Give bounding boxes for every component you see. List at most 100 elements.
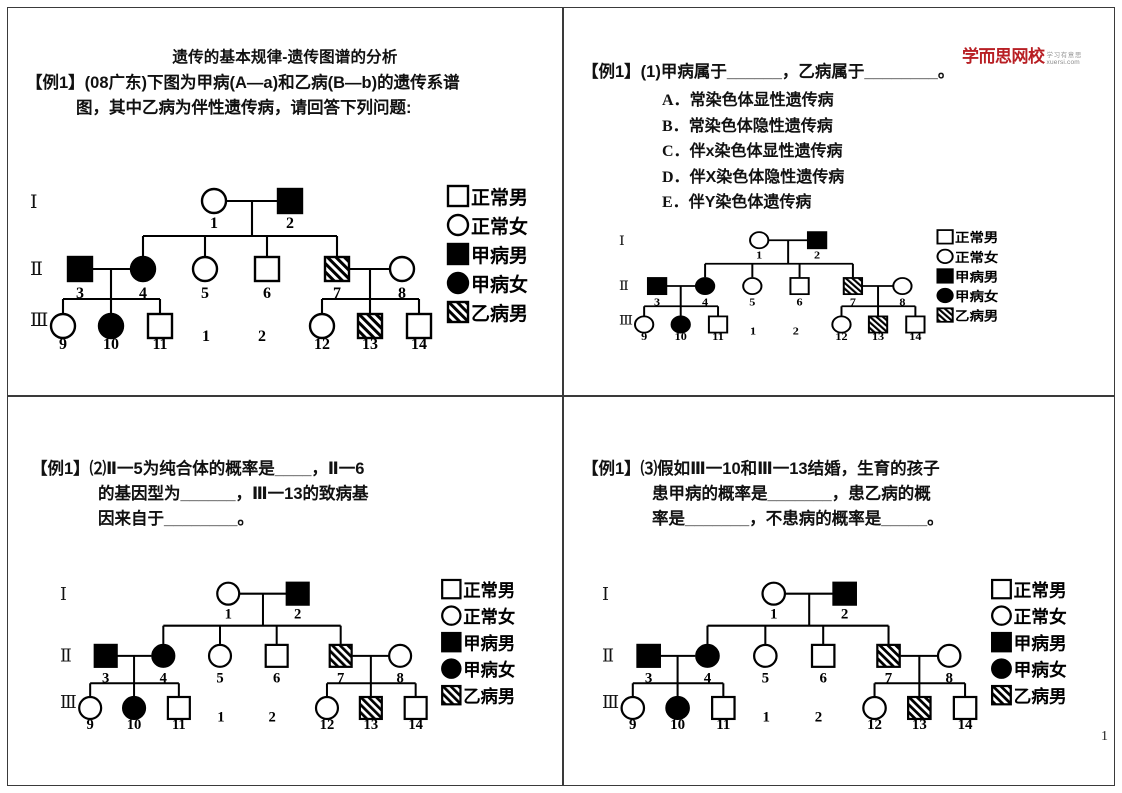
panel4-stem-line2: 患甲病的概率是_______，患乙病的概 (652, 485, 931, 503)
individual-2-id: 2 (841, 606, 848, 622)
individual-8-id: 8 (396, 670, 403, 686)
choice-text-A: 常染色体显性遗传病 (689, 92, 834, 109)
brand-tagline-en: xuersi.com (1046, 59, 1080, 66)
brand-tagline-cn: 学习有意思 (1046, 52, 1082, 59)
individual-4-id: 4 (704, 670, 712, 686)
legend-circle-filled-icon (441, 658, 462, 679)
brand-logo: 学而思网校 学习有意思 xuersi.com (962, 42, 1082, 67)
choice-option-A[interactable]: A．常染色体显性遗传病 (662, 88, 844, 114)
choice-text-B: 常染色体隐性遗传病 (688, 117, 833, 135)
choice-option-D[interactable]: D．伴X染色体隐性遗传病 (662, 165, 844, 191)
pedigree-legend: 正常男 正常女 甲病男 甲病女 乙病男 (446, 184, 528, 325)
pedigree-connectors (61, 199, 421, 314)
slide-panel-2: 学而思网校 学习有意思 xuersi.com 【例1】(1)甲病属于______… (563, 7, 1115, 396)
individual-11-id: 11 (712, 332, 724, 340)
individual-4-id: 4 (702, 297, 708, 308)
individual-7-id: 7 (885, 670, 893, 686)
choice-option-E[interactable]: E．伴Y染色体遗传病 (662, 190, 844, 216)
individual-14-symbol (952, 695, 978, 721)
individual-1-symbol (216, 581, 241, 606)
individual-11-id: 11 (172, 717, 186, 729)
individual-4-id: 4 (139, 285, 147, 302)
individual-2-id: 2 (286, 215, 294, 232)
individual-13-symbol (356, 312, 384, 340)
individual-4-symbol (694, 277, 716, 296)
legend-label-3: 甲病女 (955, 289, 999, 304)
legend-square-open-icon (441, 578, 462, 600)
choice-letter-E: E． (662, 194, 689, 211)
individual-14-symbol (905, 315, 926, 334)
legend-label-4: 乙病男 (955, 308, 998, 323)
pedigree-diagram-2: Ⅰ Ⅱ Ⅲ 1 2 3 4 5 6 7 8 9 (619, 222, 1019, 340)
stray-number-2: 2 (268, 710, 275, 726)
panel3-stem-line3: 因来自于________。 (98, 510, 254, 528)
individual-1-id: 1 (210, 215, 218, 232)
individual-12-id: 12 (835, 332, 847, 340)
legend-square-open-icon (936, 229, 954, 245)
individual-5-symbol (207, 643, 233, 668)
panel2-choice-list: A．常染色体显性遗传病 B．常染色体隐性遗传病 C．伴x染色体显性遗传病 D．伴… (662, 88, 844, 216)
individual-10-symbol (665, 695, 690, 721)
individual-8-symbol (936, 643, 962, 668)
individual-8-id: 8 (899, 297, 905, 308)
panel4-stem-line3: 率是_______，不患病的概率是_____。 (652, 510, 944, 528)
generation-label-I: Ⅰ (602, 584, 609, 604)
individual-12-symbol (831, 315, 852, 334)
choice-option-B[interactable]: B．常染色体隐性遗传病 (662, 114, 844, 140)
legend-label-1: 正常女 (463, 607, 515, 627)
individual-3-id: 3 (654, 297, 660, 308)
individual-5-symbol (191, 255, 219, 283)
individual-7-symbol (323, 255, 351, 283)
individual-13-id: 13 (364, 717, 379, 729)
legend-label-0: 正常男 (955, 230, 998, 245)
individual-6-symbol (789, 277, 810, 296)
slide-panel-3: 【例1】⑵Ⅱ一5为纯合体的概率是____，Ⅱ一6 的基因型为______，Ⅲ一1… (7, 396, 563, 786)
generation-label-III: Ⅲ (60, 693, 77, 712)
choice-text-D: 伴X染色体隐性遗传病 (689, 168, 845, 186)
legend-circle-filled-icon (991, 658, 1012, 679)
stray-number-1: 1 (202, 328, 210, 345)
legend-square-hatched-icon (936, 307, 954, 323)
generation-label-II: Ⅱ (60, 646, 72, 665)
individual-8-id: 8 (398, 285, 406, 302)
individual-10-symbol (97, 312, 125, 340)
individual-7-id: 7 (337, 670, 344, 686)
legend-square-open-icon (446, 184, 470, 208)
pedigree-svg: Ⅰ Ⅱ Ⅲ 1 2 3 4 5 6 7 8 (30, 184, 528, 349)
legend-square-filled-icon (991, 631, 1012, 653)
individual-14-symbol (405, 312, 433, 340)
individual-8-symbol (892, 277, 913, 296)
individual-6-id: 6 (273, 670, 280, 686)
panel3-stem-line2: 的基因型为______，Ⅲ一13的致病基 (98, 485, 369, 503)
individual-10-id: 10 (127, 717, 142, 729)
pedigree-connectors (89, 592, 417, 697)
individual-13-symbol (358, 695, 383, 721)
choice-option-C[interactable]: C．伴x染色体显性遗传病 (662, 139, 844, 165)
individual-6-id: 6 (263, 285, 271, 302)
individual-5-symbol (742, 277, 763, 296)
individual-2-symbol (285, 581, 310, 606)
individual-5-id: 5 (762, 670, 769, 686)
individual-7-id: 7 (850, 297, 856, 308)
individual-1-id: 1 (756, 250, 762, 261)
individual-4-id: 4 (160, 670, 168, 686)
individual-4-symbol (151, 643, 176, 668)
individual-12-id: 12 (320, 717, 335, 729)
pedigree-connectors (631, 592, 967, 697)
individual-10-id: 10 (670, 717, 685, 729)
page-number: 1 (1101, 729, 1108, 744)
individual-5-id: 5 (201, 285, 209, 302)
individual-12-symbol (308, 312, 336, 340)
individual-4-symbol (129, 255, 157, 283)
slide-panel-1: 遗传的基本规律-遗传图谱的分析 【例1】(08广东)下图为甲病(A—a)和乙病(… (7, 7, 563, 396)
generation-label-II: Ⅱ (30, 259, 43, 280)
individual-11-symbol (711, 695, 736, 721)
individual-13-symbol (907, 695, 932, 721)
legend-square-hatched-icon (441, 684, 462, 706)
individual-10-symbol (670, 315, 691, 334)
generation-label-I: Ⅰ (619, 234, 625, 248)
individual-9-symbol (634, 315, 655, 334)
panel2-stem-line1: 【例1】(1)甲病属于______，乙病属于________。 (582, 63, 955, 81)
legend-label-3: 甲病女 (463, 660, 515, 680)
